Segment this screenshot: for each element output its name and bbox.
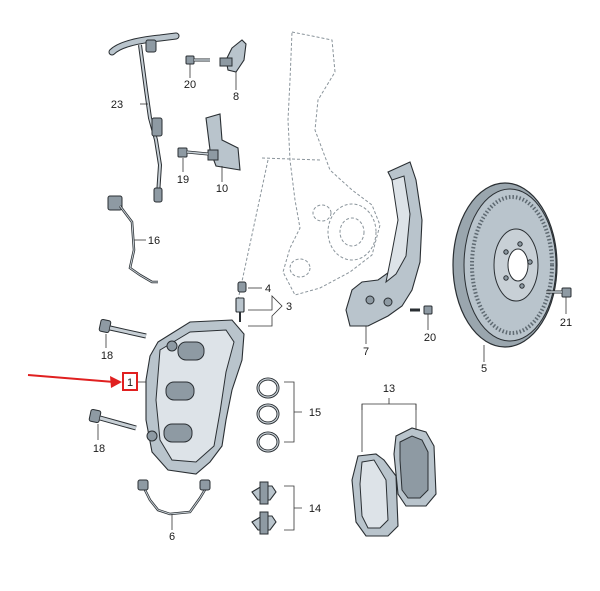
seal-rings-part-15: [256, 377, 280, 453]
steering-knuckle-ghost: [237, 31, 381, 301]
leader-lines: [97, 64, 567, 530]
label-part-5: 5: [481, 363, 487, 375]
caliper-bolt-part-18-upper: [98, 318, 147, 339]
brake-hose-part-23: [108, 32, 180, 203]
label-part-21: 21: [560, 317, 572, 329]
anti-rattle-clips-part-14: [251, 481, 277, 535]
bolt-part-20-upper: [185, 55, 210, 65]
label-part-10: 10: [216, 183, 228, 195]
label-part-6: 7: [363, 346, 369, 358]
brake-pads-part-13: [351, 427, 437, 537]
splash-shield-part-6: [345, 161, 423, 327]
label-part-18-upper: 18: [101, 350, 113, 362]
wear-sensor-cable-part-16: [107, 195, 158, 284]
bolt-part-20-lower: [410, 305, 433, 315]
label-part-20-upper: 20: [184, 79, 196, 91]
label-part-20-lower: 20: [424, 332, 436, 344]
brake-caliper-part-1: [145, 319, 245, 475]
bracket-part-8: [219, 39, 247, 73]
wear-sensor-part-7: [137, 479, 211, 516]
caliper-bolt-part-18-lower: [88, 408, 137, 431]
label-part-4: 4: [265, 283, 271, 295]
highlight-marker: [27, 372, 138, 391]
label-part-7: 6: [169, 531, 175, 543]
label-part-8: 8: [233, 91, 239, 103]
label-part-23: 23: [111, 99, 123, 111]
label-part-19: 19: [177, 174, 189, 186]
bolt-part-19: [177, 147, 209, 158]
part-number-labels: 23 20 8 19 10 16 4 3 7 20 5 21 18 18 15 …: [93, 79, 572, 543]
label-part-14: 14: [309, 503, 321, 515]
label-part-15: 15: [309, 407, 321, 419]
label-part-3: 3: [286, 301, 292, 313]
group-brackets: [248, 295, 417, 531]
label-part-16: 16: [148, 235, 160, 247]
label-part-18-lower: 18: [93, 443, 105, 455]
bracket-part-10: [205, 113, 241, 171]
bleed-screw-parts-3-4: [235, 281, 247, 322]
bolt-part-21: [546, 287, 572, 298]
label-part-1: 1: [127, 377, 133, 389]
label-part-13: 13: [383, 383, 395, 395]
brake-disc-part-5: [452, 182, 558, 348]
